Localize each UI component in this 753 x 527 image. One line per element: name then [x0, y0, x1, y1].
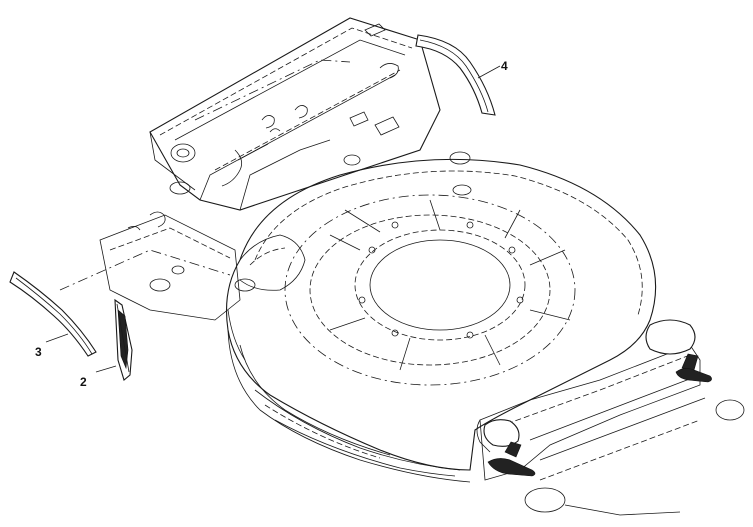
mower-deck — [225, 158, 657, 483]
part-2-blade — [95, 298, 133, 381]
left-side-bracket — [59, 211, 246, 361]
part-4-rear-deflector — [415, 34, 501, 116]
front-height-adjusters — [476, 319, 745, 516]
part-3-front-flap — [9, 271, 97, 357]
callouts: 4 3 2 — [35, 59, 508, 389]
callout-label-4: 4 — [501, 59, 508, 73]
callout-label-2: 2 — [80, 375, 87, 389]
callout-label-3: 3 — [35, 345, 42, 359]
rear-housing-assembly — [149, 17, 472, 211]
